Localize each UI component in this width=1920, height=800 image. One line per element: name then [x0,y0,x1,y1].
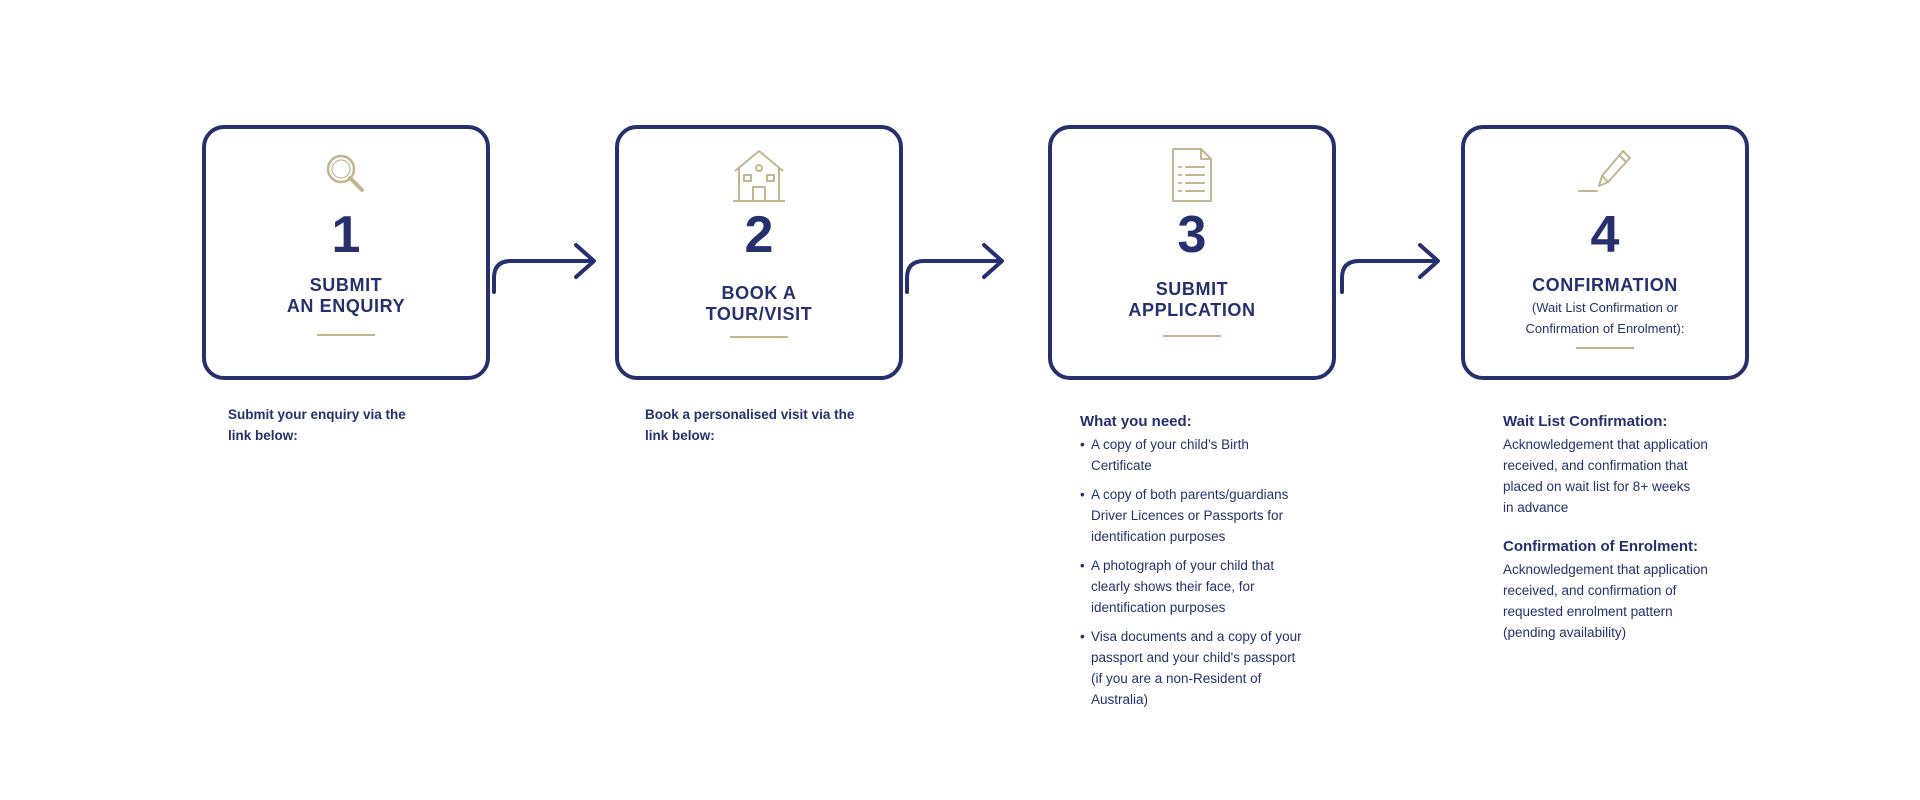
confirmation-line: Acknowledgement that application [1503,437,1708,452]
confirmation-line: in advance [1503,500,1569,515]
description-line: Book a personalised visit via the [645,407,855,422]
needs-heading: What you need: [1080,413,1192,430]
step-subtitle-line: Confirmation of Enrolment): [1525,321,1685,336]
house-icon [733,150,785,202]
list-item-line: A photograph of your child that [1091,558,1275,573]
step-subtitle: (Wait List Confirmation or Confirmation … [1465,297,1745,339]
search-icon [326,154,364,192]
step-title-line: BOOK A [721,283,797,303]
step-title: SUBMIT AN ENQUIRY [206,275,486,317]
step-3-description: What you need: A copy of your child's Bi… [1080,411,1370,718]
arrowhead-1-2 [574,243,596,279]
list-item-line: passport and your child's passport [1091,650,1296,665]
step-1-description: Submit your enquiry via the link below: [228,404,488,446]
step-3-card: 3 SUBMIT APPLICATION [1048,125,1336,380]
gold-divider [317,334,375,336]
list-item-line: identification purposes [1091,529,1226,544]
step-title: BOOK A TOUR/VISIT [619,283,899,325]
confirmation-line: received, and confirmation of [1503,583,1677,598]
list-item-line: Australia) [1091,692,1149,707]
step-title: SUBMIT APPLICATION [1052,279,1332,321]
list-item-line: identification purposes [1091,600,1226,615]
enrolment-confirmation: Confirmation of Enrolment: Acknowledgeme… [1503,536,1803,643]
list-item-line: A copy of your child's Birth [1091,437,1249,452]
document-checklist-icon [1172,148,1212,202]
gold-divider [1163,335,1221,337]
list-item-line: Visa documents and a copy of your [1091,629,1302,644]
description-line: link below: [645,428,715,443]
connector-arrow-1-2 [492,259,594,294]
step-number: 3 [1177,206,1207,264]
needs-list: A copy of your child's Birth Certificate… [1080,434,1370,710]
confirmation-line: placed on wait list for 8+ weeks [1503,479,1691,494]
confirmation-line: Acknowledgement that application [1503,562,1708,577]
confirmation-line: requested enrolment pattern [1503,604,1673,619]
list-item-line: Driver Licences or Passports for [1091,508,1284,523]
step-number: 1 [331,206,361,264]
step-title-line: AN ENQUIRY [286,296,406,316]
description-line: link below: [228,428,298,443]
step-title-line: APPLICATION [1128,300,1256,320]
confirmation-heading: Wait List Confirmation: [1503,413,1668,430]
connector-arrow-2-3 [905,259,1002,294]
list-item: A copy of your child's Birth Certificate [1080,434,1370,476]
step-subtitle-line: (Wait List Confirmation or [1531,300,1679,315]
gold-divider [1576,347,1634,349]
step-title-line: SUBMIT [1155,279,1229,299]
pencil-sign-icon [1578,150,1631,192]
step-2-description: Book a personalised visit via the link b… [645,404,925,446]
list-item: A photograph of your child that clearly … [1080,555,1370,618]
step-4-description: Wait List Confirmation: Acknowledgement … [1503,411,1803,661]
step-title-line: CONFIRMATION [1532,275,1678,295]
list-item: Visa documents and a copy of your passpo… [1080,626,1370,710]
step-1-card: 1 SUBMIT AN ENQUIRY [202,125,490,380]
arrowhead-3-4 [1418,243,1440,279]
list-item-line: A copy of both parents/guardians [1091,487,1289,502]
confirmation-line: received, and confirmation that [1503,458,1688,473]
list-item-line: Certificate [1091,458,1152,473]
gold-divider [730,336,788,338]
step-4-card: 4 CONFIRMATION (Wait List Confirmation o… [1461,125,1749,380]
list-item-line: (if you are a non-Resident of [1091,671,1262,686]
list-item: A copy of both parents/guardians Driver … [1080,484,1370,547]
step-title: CONFIRMATION [1465,275,1745,296]
step-title-line: SUBMIT [309,275,383,295]
description-line: Submit your enquiry via the [228,407,406,422]
step-number: 2 [744,206,774,264]
list-item-line: clearly shows their face, for [1091,579,1255,594]
step-2-card: 2 BOOK A TOUR/VISIT [615,125,903,380]
wait-list-confirmation: Wait List Confirmation: Acknowledgement … [1503,411,1803,518]
step-number: 4 [1590,206,1620,264]
confirmation-line: (pending availability) [1503,625,1627,640]
connector-arrow-3-4 [1340,259,1438,294]
step-title-line: TOUR/VISIT [705,304,813,324]
arrowhead-2-3 [982,243,1004,279]
confirmation-heading: Confirmation of Enrolment: [1503,538,1698,555]
